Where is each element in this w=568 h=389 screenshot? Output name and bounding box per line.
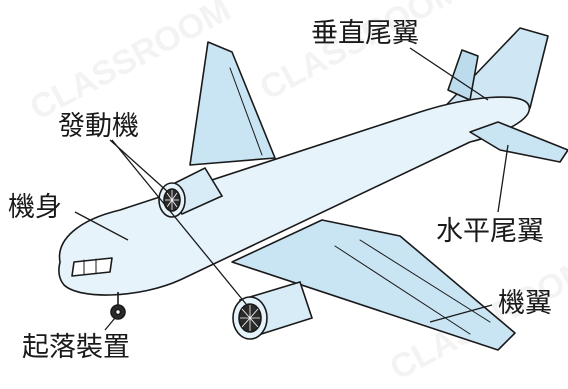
label-landing-gear: 起落裝置 (22, 332, 130, 363)
leader-engine-near (111, 139, 247, 305)
cockpit-window (71, 257, 113, 277)
landing-gear (110, 292, 126, 320)
label-horizontal-tail: 水平尾翼 (436, 216, 544, 247)
label-wing: 機翼 (498, 288, 552, 319)
near-wing-flap-1 (334, 245, 471, 335)
leader-landing-gear (104, 317, 116, 331)
near-engine (232, 281, 314, 340)
tail-fin-rear (447, 49, 479, 101)
leader-wing (429, 304, 493, 323)
far-wing-flap-line (229, 67, 263, 156)
leader-horizontal-tail (497, 144, 509, 213)
leader-vertical-tail (409, 47, 489, 101)
leader-fuselage (74, 211, 129, 241)
far-wing (189, 41, 276, 166)
far-engine (158, 166, 224, 218)
horizontal-tail (469, 121, 568, 163)
label-fuselage: 機身 (8, 192, 62, 223)
label-engine: 發動機 (58, 111, 139, 142)
airplane-drawing (58, 27, 568, 351)
near-wing-flap-2 (359, 239, 491, 323)
cockpit-window-divider (83, 258, 97, 275)
airplane-diagram: CLASSROOM CLASSROOM CLASSROOM (8, 0, 568, 388)
fuselage-body (58, 96, 531, 296)
label-vertical-tail: 垂直尾翼 (311, 18, 419, 49)
